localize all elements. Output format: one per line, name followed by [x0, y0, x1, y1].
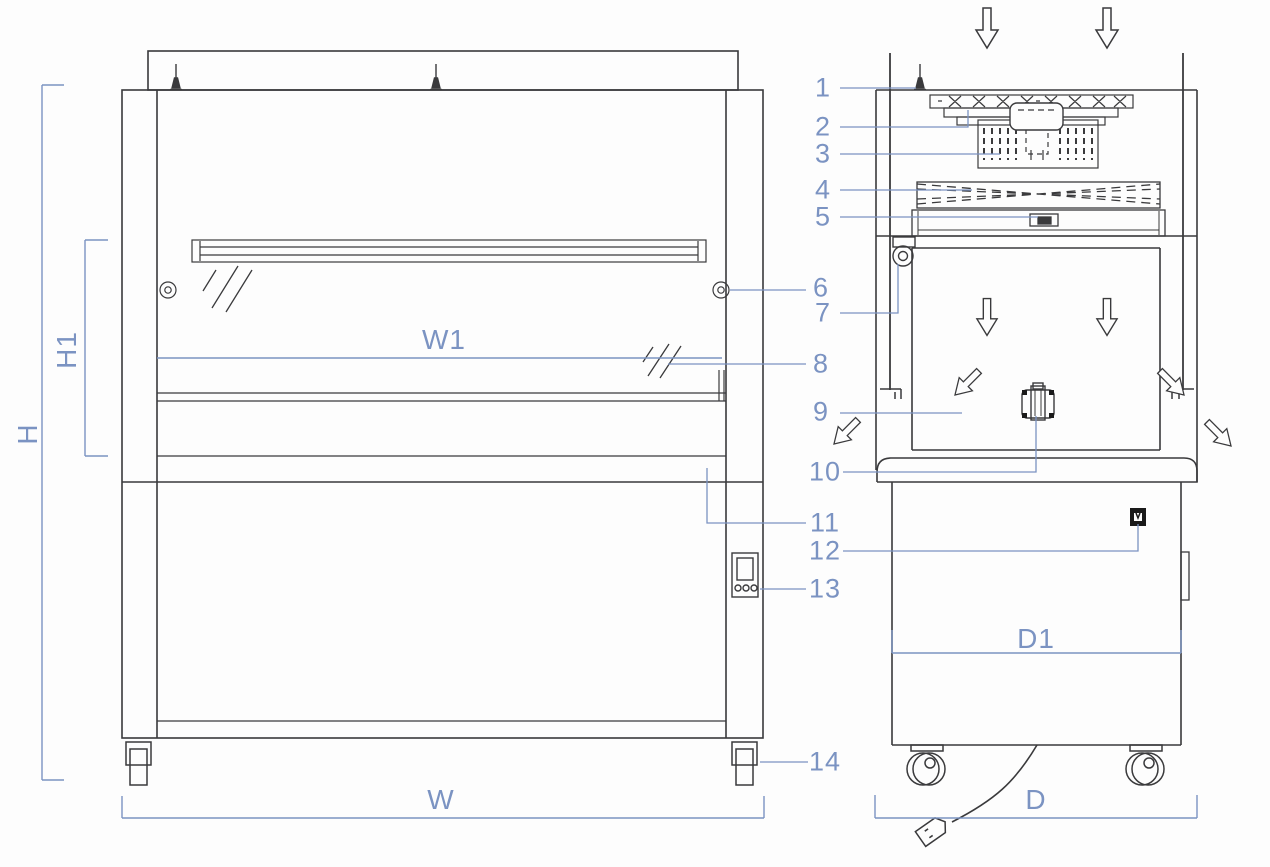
leader-2 — [840, 110, 969, 128]
dim-label-d: D — [1025, 784, 1047, 815]
power-plug — [914, 817, 947, 848]
dim-line-d1 — [891, 630, 1182, 654]
callout-13: 13 — [808, 573, 842, 604]
callout-9: 9 — [812, 396, 830, 427]
callout-1: 1 — [814, 72, 832, 103]
fan-motor-housing — [1009, 102, 1064, 131]
callout-3: 3 — [814, 138, 832, 169]
front-cabinet-outline — [121, 89, 764, 739]
caster-front — [906, 744, 946, 786]
exhaust-arrow-left — [833, 416, 862, 445]
dim-label-h: H — [12, 423, 43, 445]
exhaust-arrow-right — [1203, 418, 1232, 447]
fan-blower — [977, 102, 1099, 169]
dim-label-w: W — [427, 784, 455, 815]
worktop-armrest — [876, 457, 1198, 483]
callout-6: 6 — [812, 272, 830, 303]
front-foot-right — [731, 741, 758, 786]
sash-pulley — [892, 236, 916, 267]
callout-7: 7 — [814, 297, 832, 328]
dimension-lines — [41, 84, 1198, 819]
leader-7 — [840, 264, 899, 314]
dim-line-h — [41, 84, 64, 781]
callout-8: 8 — [812, 348, 830, 379]
side-view — [833, 7, 1232, 848]
dim-line-w — [121, 796, 765, 819]
control-panel-screen — [736, 557, 754, 581]
hepa-filter — [916, 181, 1161, 209]
dim-line-d — [874, 795, 1198, 819]
work-chamber — [911, 247, 1161, 451]
callout-10: 10 — [808, 456, 842, 487]
glass-sash-front — [880, 53, 902, 399]
door-handle — [1180, 551, 1190, 601]
mounting-stud-left — [170, 64, 182, 91]
mounting-stud-side — [914, 64, 926, 91]
front-foot-left — [125, 741, 152, 786]
callout-5: 5 — [814, 201, 832, 232]
control-panel — [731, 552, 759, 598]
dim-label-w1: W1 — [422, 324, 466, 355]
mounting-stud-mid — [430, 64, 442, 91]
dim-line-h1 — [84, 239, 108, 457]
chamber-out-arrow-right — [1156, 367, 1185, 396]
airflow-arrows — [833, 7, 1232, 447]
dim-label-d1: D1 — [1017, 623, 1055, 654]
downflow-arrow-right — [1095, 297, 1119, 337]
glass-hatch-marks — [202, 265, 682, 379]
fluorescent-lamp — [191, 239, 707, 263]
callout-14: 14 — [808, 746, 842, 777]
downflow-arrow-left — [975, 297, 999, 337]
sash-bottom-rail — [157, 392, 726, 402]
gas-valve — [1021, 382, 1055, 421]
air-inlet-arrow-right — [1094, 7, 1120, 50]
air-inlet-arrow-left — [974, 7, 1000, 50]
leader-11 — [706, 468, 806, 524]
power-cord — [914, 744, 1038, 848]
glass-sash-back — [1171, 53, 1194, 399]
dim-label-h1: H1 — [51, 331, 82, 369]
diffuser-plate — [911, 209, 1166, 237]
front-view — [121, 50, 764, 786]
chamber-out-arrow-left — [954, 367, 983, 396]
sash-screw-right — [712, 281, 730, 299]
leader-12 — [843, 524, 1139, 552]
callout-leaders — [668, 87, 1139, 763]
caster-back — [1125, 744, 1165, 786]
callout-4: 4 — [814, 174, 832, 205]
plenum-box — [147, 50, 739, 91]
callout-2: 2 — [814, 111, 832, 142]
sash-screw-left — [159, 281, 177, 299]
callout-12: 12 — [808, 535, 842, 566]
leader-10 — [843, 416, 1037, 473]
callout-11: 11 — [809, 507, 841, 538]
power-switch — [1130, 508, 1146, 526]
